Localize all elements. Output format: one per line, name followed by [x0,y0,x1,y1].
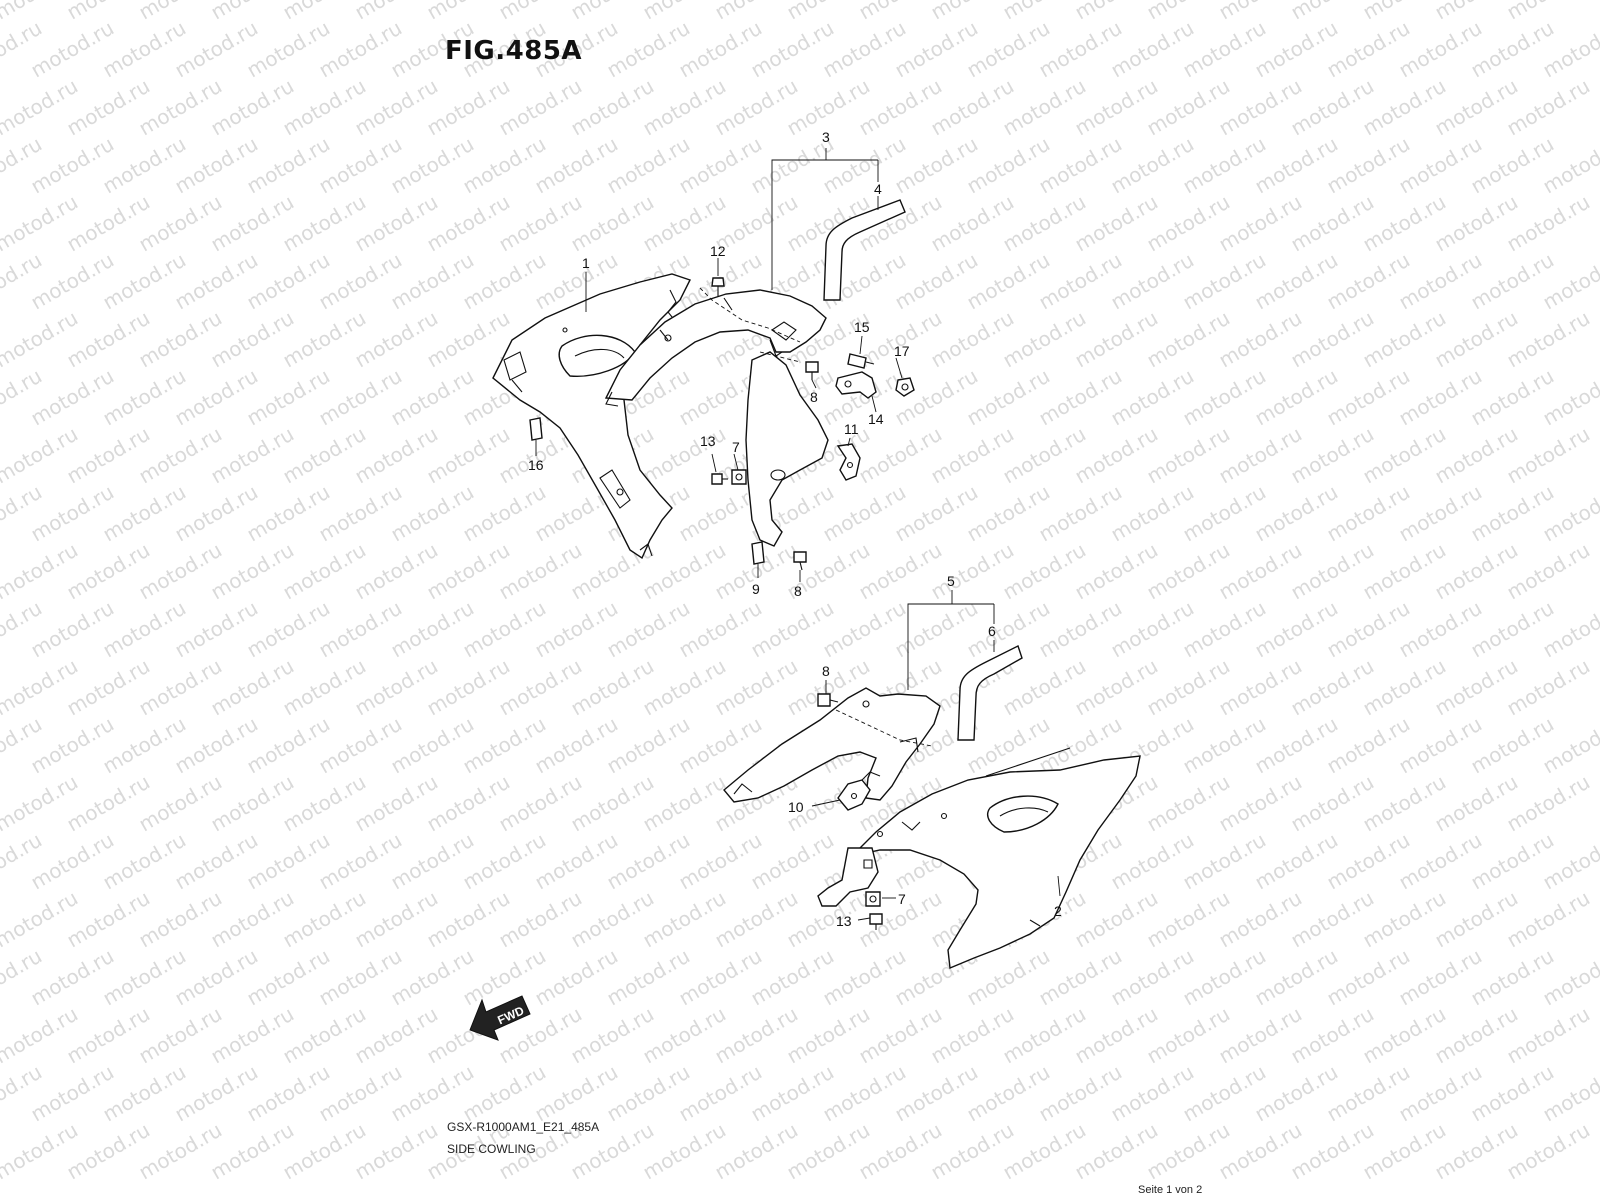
callout-15: 15 [854,319,870,335]
callout-16: 16 [528,457,544,473]
callout-4: 4 [874,181,882,197]
part-4-trim-strip[interactable] [823,199,906,301]
callout-14: 14 [868,411,884,427]
part-8-bolt-upper[interactable] [805,361,819,380]
part-15-bolt[interactable] [847,353,875,369]
page-indicator: Seite 1 von 2 [1138,1184,1203,1196]
part-5-lower-inner-panel[interactable] [723,687,941,803]
part-7-nut-upper[interactable] [731,469,747,485]
callout-10: 10 [788,799,804,815]
callout-13-lower: 13 [836,913,852,929]
part-6-trim-strip[interactable] [957,645,1023,741]
part-13-screw-lower[interactable] [869,913,883,930]
part-8-bolt-middle[interactable] [793,551,807,571]
part-12-screw[interactable] [711,277,725,296]
part-17-nut[interactable] [895,377,915,397]
callout-7-upper: 7 [732,439,740,455]
part-16-cushion[interactable] [529,417,543,441]
figure-description: SIDE COWLING [447,1142,536,1156]
callout-1: 1 [582,255,590,271]
model-code: GSX-R1000AM1_E21_485A [447,1120,600,1134]
part-7-nut-lower[interactable] [865,891,881,907]
part-14-bracket[interactable] [835,371,877,399]
callout-8-lower: 8 [822,663,830,679]
callout-8-upper: 8 [810,389,818,405]
part-1-upper-side-cowling[interactable] [492,273,691,560]
callout-12: 12 [710,243,726,259]
callout-11: 11 [844,421,859,437]
part-9-cushion[interactable] [751,541,765,565]
callout-7-lower: 7 [898,891,906,907]
part-8-bolt-lower[interactable] [817,693,839,707]
part-11-bracket[interactable] [836,443,861,481]
part-3-lower-extension[interactable] [745,351,829,547]
callout-8-middle: 8 [794,583,802,599]
figure-title: FIG.485A [445,36,583,66]
part-2-lower-side-cowling[interactable] [849,747,1141,970]
part-10-bracket[interactable] [837,771,881,811]
fwd-arrow-icon: FWD [469,995,531,1041]
part-3-upper-inner-panel[interactable] [604,289,827,407]
callout-6: 6 [988,623,996,639]
callout-17: 17 [894,343,910,359]
part-2-lower-mount-bracket[interactable] [817,847,879,907]
callout-9: 9 [752,581,760,597]
callout-13-upper: 13 [700,433,716,449]
callout-3: 3 [822,129,830,145]
callout-2: 2 [1054,903,1062,919]
callout-5: 5 [947,573,955,589]
part-13-screw-upper[interactable] [711,473,728,485]
